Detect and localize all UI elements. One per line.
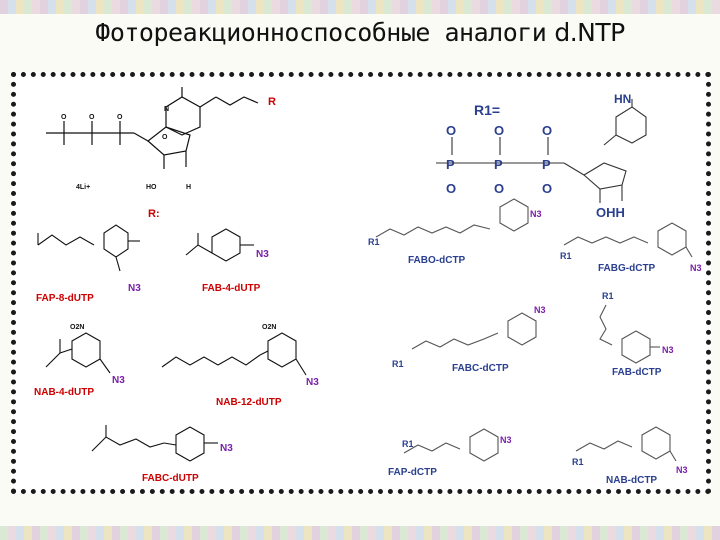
azide-label: N3: [128, 283, 141, 294]
label-P: P: [494, 157, 503, 172]
nitro-label: O2N: [262, 324, 276, 331]
decorative-stripe-top: [0, 0, 720, 14]
azide-label: N3: [534, 305, 546, 315]
label-O: O: [61, 114, 67, 121]
azide-label: N3: [112, 375, 125, 386]
r1-label: R1: [368, 237, 380, 247]
azide-label: N3: [306, 377, 319, 388]
compound-name-nab-dctp: NAB-dCTP: [606, 475, 657, 486]
label-O: O: [494, 123, 504, 138]
r1-label: R1: [602, 291, 614, 301]
label-O: O: [89, 114, 95, 121]
label-O: O: [446, 123, 456, 138]
compound-name-fabc-dctp: FABC-dCTP: [452, 363, 509, 374]
fab-4-structure: [185, 228, 254, 262]
label-H: H: [186, 184, 191, 191]
azide-label: N3: [220, 443, 233, 454]
r1-label: R1: [572, 457, 584, 467]
r1-header: R1=: [474, 102, 500, 118]
fabc-structure: [91, 425, 218, 462]
fap-8-structure: [37, 224, 140, 272]
nab-12-structure: [161, 332, 307, 376]
azide-label: N3: [676, 465, 688, 475]
decorative-stripe-bottom: [0, 526, 720, 540]
compound-name-fab-4-dutp: FAB-4-dUTP: [202, 283, 261, 294]
r1-label: R1: [402, 439, 414, 449]
azide-label: N3: [500, 435, 512, 445]
azide-label: N3: [256, 249, 269, 260]
nitro-label: O2N: [70, 324, 84, 331]
hn-label: HN: [614, 92, 631, 106]
fabc-dctp-structure: [411, 312, 537, 350]
label-P: P: [446, 157, 455, 172]
label-O: O: [117, 114, 123, 121]
compound-name-nab-4-dutp: NAB-4-dUTP: [34, 387, 94, 398]
azide-label: N3: [690, 263, 702, 273]
ohh-label: OHH: [596, 205, 625, 220]
compound-name-fabo-dctp: FABO-dCTP: [408, 255, 466, 266]
label-N: N: [164, 106, 169, 113]
fabo-structure: [375, 198, 529, 238]
dctp-backbone: [436, 99, 647, 203]
fabg-structure: [563, 222, 693, 258]
label-O: O: [162, 134, 168, 141]
compound-name-nab-12-dutp: NAB-12-dUTP: [216, 397, 282, 408]
title-main: Фотореакционноспособные аналоги: [95, 18, 547, 47]
fap-dctp-structure: [403, 428, 499, 462]
azide-label: N3: [662, 345, 674, 355]
label-O: O: [542, 123, 552, 138]
nab-4-structure: [45, 332, 111, 374]
compound-name-fab-dctp: FAB-dCTP: [612, 367, 662, 378]
compound-name-fap-dctp: FAP-dCTP: [388, 467, 437, 478]
r1-label: R1: [560, 251, 572, 261]
title-suffix: d.NTP: [554, 18, 625, 47]
compound-name-fap-8-dutp: FAP-8-dUTP: [36, 293, 94, 304]
r-section-label: R:: [148, 208, 160, 220]
dutp-backbone: [46, 87, 259, 169]
label-O: O: [542, 181, 552, 196]
label-HO: HO: [146, 184, 157, 191]
azide-label: N3: [530, 209, 542, 219]
figure-frame: O O O 4Li+ HO H N O R R: N3 FAP-8-dUTP N…: [11, 72, 711, 494]
nab-dctp-structure: [575, 426, 677, 462]
label-O: O: [446, 181, 456, 196]
r-label-top: R: [268, 96, 276, 108]
dutp-backbone-labels: O O O 4Li+ HO H N O: [61, 106, 191, 191]
phosphate-labels: O O O P P P O O O OHH: [446, 123, 625, 220]
counterion-label: 4Li+: [76, 184, 90, 191]
r1-label: R1: [392, 359, 404, 369]
label-P: P: [542, 157, 551, 172]
structures-figure: O O O 4Li+ HO H N O R R: N3 FAP-8-dUTP N…: [34, 87, 702, 486]
compound-name-fabg-dctp: FABG-dCTP: [598, 263, 656, 274]
compound-name-fabc-dutp: FABC-dUTP: [142, 473, 199, 484]
fab-dctp-structure: [599, 304, 660, 364]
label-O: O: [494, 181, 504, 196]
